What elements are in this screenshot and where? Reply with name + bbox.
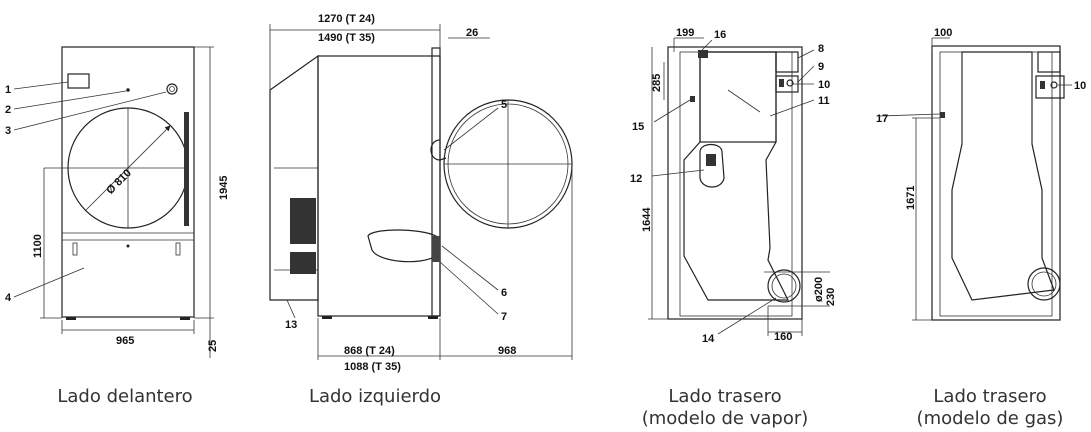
left-dim-968: 968 — [498, 345, 516, 357]
rear-steam-callout-8: 8 — [818, 43, 824, 55]
left-callout-13: 13 — [285, 319, 297, 331]
front-callout-1: 1 — [5, 84, 11, 96]
front-door-handle — [184, 112, 189, 226]
front-view: 1 2 3 4 Ø 810 1100 1945 965 25 — [5, 46, 230, 358]
left-cabinet — [317, 55, 441, 317]
rear-gas-control-box — [1035, 75, 1065, 99]
caption-rear-steam-2: (modelo de vapor) — [641, 408, 809, 429]
rear-steam-callout-9: 9 — [818, 61, 824, 73]
rear-steam-callout-12: 12 — [630, 173, 642, 185]
front-dim-965: 965 — [116, 335, 134, 347]
rear-steam-inlet — [699, 143, 725, 188]
rear-gas-callout-10: 10 — [1074, 80, 1086, 92]
front-dim-1945: 1945 — [218, 176, 230, 200]
rear-steam-dim-pipe-h: 230 — [825, 288, 837, 306]
left-lint-tray — [367, 229, 437, 263]
front-callout-4: 4 — [5, 292, 12, 304]
left-view: 1270 (T 24) 1490 (T 35) 26 5 6 7 13 868 … — [269, 13, 573, 373]
rear-steam-cabinet — [667, 46, 803, 320]
left-dim-26: 26 — [466, 27, 478, 39]
front-callout-2: 2 — [5, 104, 11, 116]
rear-steam-view: 199 16 285 8 9 10 11 15 12 1644 ø200 230… — [630, 27, 837, 345]
left-dim-top-2: 1490 (T 35) — [318, 32, 375, 44]
rear-steam-dim-285: 285 — [651, 74, 663, 92]
rear-gas-dim-1671: 1671 — [905, 186, 917, 210]
left-dim-bottom-2: 1088 (T 35) — [344, 361, 401, 373]
rear-steam-callout-16: 15 — [632, 121, 644, 133]
rear-steam-callout-11: 11 — [818, 95, 830, 107]
front-indicator — [126, 88, 130, 92]
rear-gas-cabinet — [931, 45, 1061, 321]
left-callout-7: 7 — [501, 311, 507, 323]
rear-steam-dim-1644: 1644 — [641, 207, 653, 232]
rear-steam-callout-15: 16 — [714, 29, 726, 41]
rear-gas-box-top — [1037, 51, 1061, 73]
left-dim-top-1: 1270 (T 24) — [318, 13, 375, 25]
left-vent-2 — [290, 252, 316, 274]
rear-steam-callout-10: 10 — [818, 79, 830, 91]
front-dim-1100: 1100 — [32, 234, 44, 258]
rear-gas-pipe — [1027, 267, 1061, 301]
rear-steam-dim-pipe-w: 160 — [774, 331, 792, 343]
front-cabinet — [61, 46, 195, 318]
front-callout-3: 3 — [5, 125, 11, 137]
left-dim-bottom-1: 868 (T 24) — [344, 345, 395, 357]
rear-steam-dim-199: 199 — [676, 27, 694, 39]
left-hinge-top — [430, 139, 447, 161]
caption-rear-steam-1: Lado trasero — [668, 386, 782, 407]
left-callout-5: 5 — [501, 99, 507, 111]
left-vent-1 — [290, 198, 316, 244]
caption-left: Lado izquierdo — [308, 386, 442, 407]
caption-rear-gas-1: Lado trasero — [933, 386, 1047, 407]
rear-steam-callout-14: 14 — [702, 333, 715, 345]
rear-steam-box-8 — [775, 51, 799, 73]
rear-gas-view: 100 17 10 1671 — [876, 27, 1086, 321]
front-dim-diameter: Ø 810 — [104, 167, 134, 197]
rear-gas-dim-100: 100 — [934, 27, 952, 39]
rear-steam-dim-pipe-dia: ø200 — [813, 277, 825, 302]
left-callout-6: 6 — [501, 287, 507, 299]
rear-gas-callout-17: 17 — [876, 113, 888, 125]
left-front-panel — [431, 47, 441, 317]
caption-rear-gas-2: (modelo de gas) — [916, 408, 1064, 429]
front-control-panel — [67, 73, 90, 89]
rear-steam-pipe — [767, 269, 801, 303]
front-dim-25: 25 — [207, 340, 219, 352]
caption-front: Lado delantero — [57, 386, 193, 407]
front-button — [166, 83, 178, 95]
